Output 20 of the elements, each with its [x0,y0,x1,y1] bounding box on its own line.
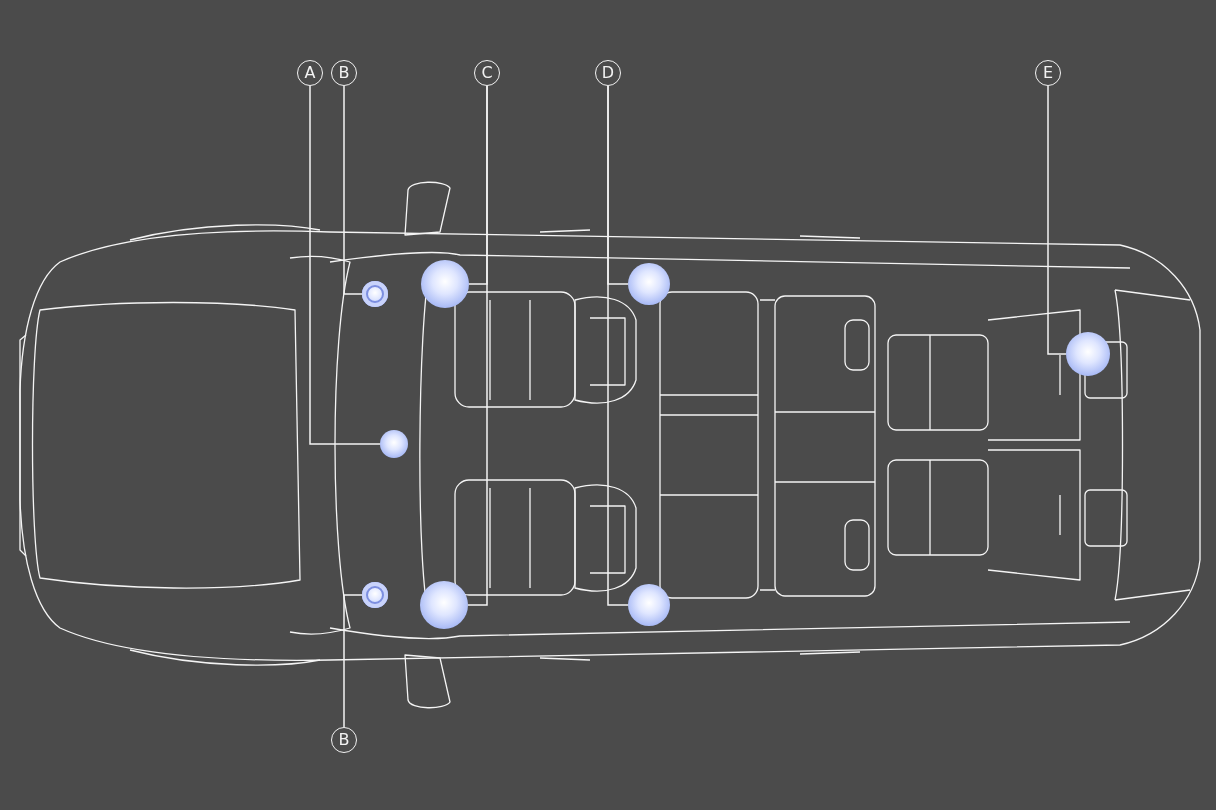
leader-line [1047,85,1067,355]
speaker-marker [1066,332,1110,376]
leader-line [607,85,629,606]
speaker-marker [362,582,388,608]
leader-line [343,594,363,728]
leader-line [467,85,488,606]
callout-letter: D [595,60,621,86]
callout-letter: C [474,60,500,86]
callout-letter: A [297,60,323,86]
leader-line [309,85,381,445]
speaker-marker [420,581,468,629]
speaker-marker [421,260,469,308]
speaker-marker [362,281,388,307]
speaker-marker [380,430,408,458]
leader-line [343,85,363,295]
callout-letter: B [331,60,357,86]
speaker-marker [628,584,670,626]
callout-letter: E [1035,60,1061,86]
speaker-marker [628,263,670,305]
callout-letter: B [331,727,357,753]
